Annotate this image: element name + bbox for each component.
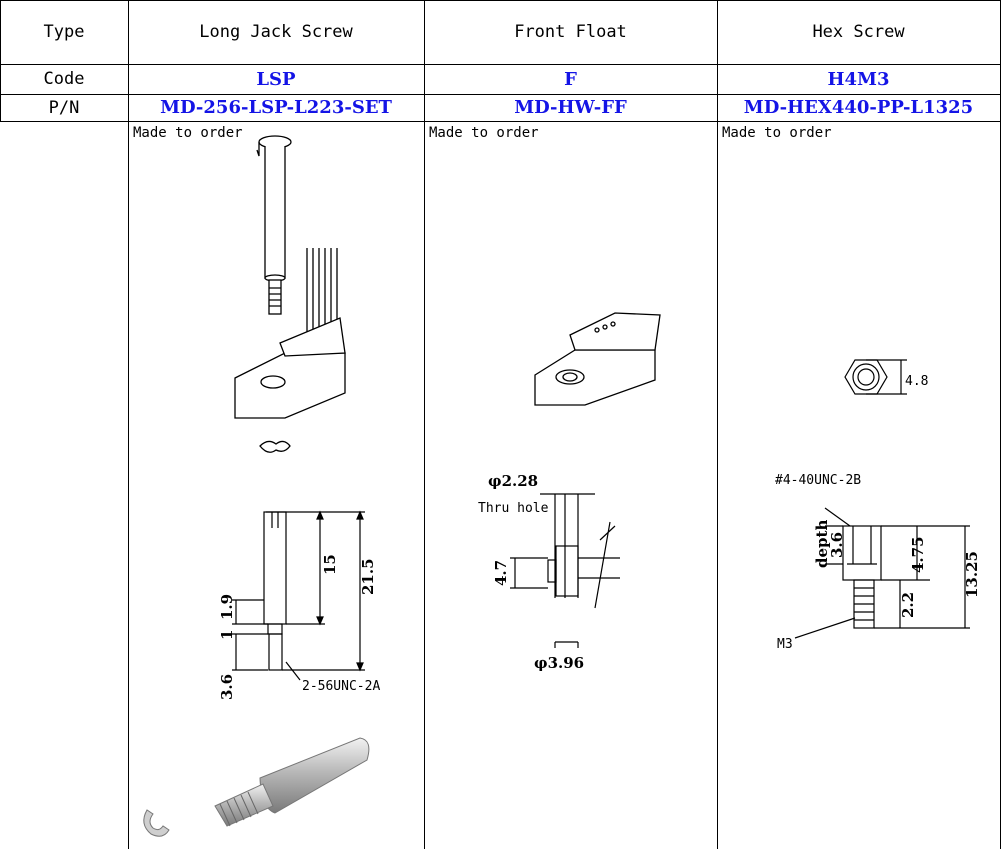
code-f: F bbox=[564, 68, 577, 90]
pn-hex-screw: MD-HEX440-PP-L1325 bbox=[743, 97, 974, 118]
internal-thread-spec: #4-40UNC-2B bbox=[775, 473, 861, 488]
front-float-illustration bbox=[534, 312, 661, 406]
pn-long-jack-screw: MD-256-LSP-L223-SET bbox=[160, 97, 392, 118]
long-jack-screw-photo bbox=[143, 737, 370, 837]
dim-13-25: 13.25 bbox=[963, 551, 981, 598]
row-divider bbox=[0, 64, 1001, 65]
table-border-top bbox=[0, 0, 1001, 1]
thru-hole-label: Thru hole bbox=[478, 501, 549, 516]
hex-screw-drawing: #4-40UNC-2B depth 3.6 4.75 13.25 2.2 M3 bbox=[775, 473, 981, 652]
code-lsp: LSP bbox=[256, 68, 296, 90]
thread-spec: 2-56UNC-2A bbox=[302, 679, 380, 694]
made-to-order-note: Made to order bbox=[429, 125, 539, 141]
row-label-type: Type bbox=[43, 22, 85, 42]
pn-front-float: MD-HW-FF bbox=[514, 97, 627, 118]
row-label-pn: P/N bbox=[48, 97, 80, 118]
dim-4-75: 4.75 bbox=[909, 536, 927, 573]
dim-2-2: 2.2 bbox=[899, 592, 917, 618]
dim-4-7: 4.7 bbox=[492, 560, 510, 586]
long-jack-screw-illustration bbox=[234, 135, 346, 453]
dim-3-6: 3.6 bbox=[218, 674, 236, 700]
col-divider bbox=[717, 0, 718, 849]
front-float-drawing: φ2.28 Thru hole 4.7 φ3.96 bbox=[478, 472, 620, 672]
row-divider bbox=[0, 121, 1001, 122]
hex-screw-top-view: 4.8 bbox=[844, 359, 928, 395]
dim-21-5: 21.5 bbox=[359, 558, 377, 595]
type-front-float: Front Float bbox=[514, 22, 627, 42]
dim-outer-diameter: φ3.96 bbox=[534, 654, 584, 672]
code-h4m3: H4M3 bbox=[827, 68, 890, 90]
col-divider bbox=[0, 0, 1, 122]
type-hex-screw: Hex Screw bbox=[812, 22, 905, 42]
dim-1: 1 bbox=[218, 630, 236, 640]
type-long-jack-screw: Long Jack Screw bbox=[199, 22, 353, 42]
row-divider bbox=[0, 94, 1001, 95]
dim-3-6: 3.6 bbox=[828, 532, 846, 558]
depth-label: depth bbox=[813, 520, 831, 568]
dim-15: 15 bbox=[321, 554, 339, 575]
col-divider bbox=[424, 0, 425, 849]
made-to-order-note: Made to order bbox=[133, 125, 243, 141]
dim-4-8: 4.8 bbox=[905, 374, 928, 389]
col-divider bbox=[128, 0, 129, 849]
thread-m3: M3 bbox=[777, 637, 793, 652]
row-label-code: Code bbox=[43, 69, 85, 89]
made-to-order-note: Made to order bbox=[722, 125, 832, 141]
long-jack-screw-drawing: 15 21.5 1.9 1 3.6 2-56UNC-2A bbox=[218, 510, 380, 700]
dim-1-9: 1.9 bbox=[218, 594, 236, 620]
dim-thru-hole-diameter: φ2.28 bbox=[488, 472, 538, 490]
